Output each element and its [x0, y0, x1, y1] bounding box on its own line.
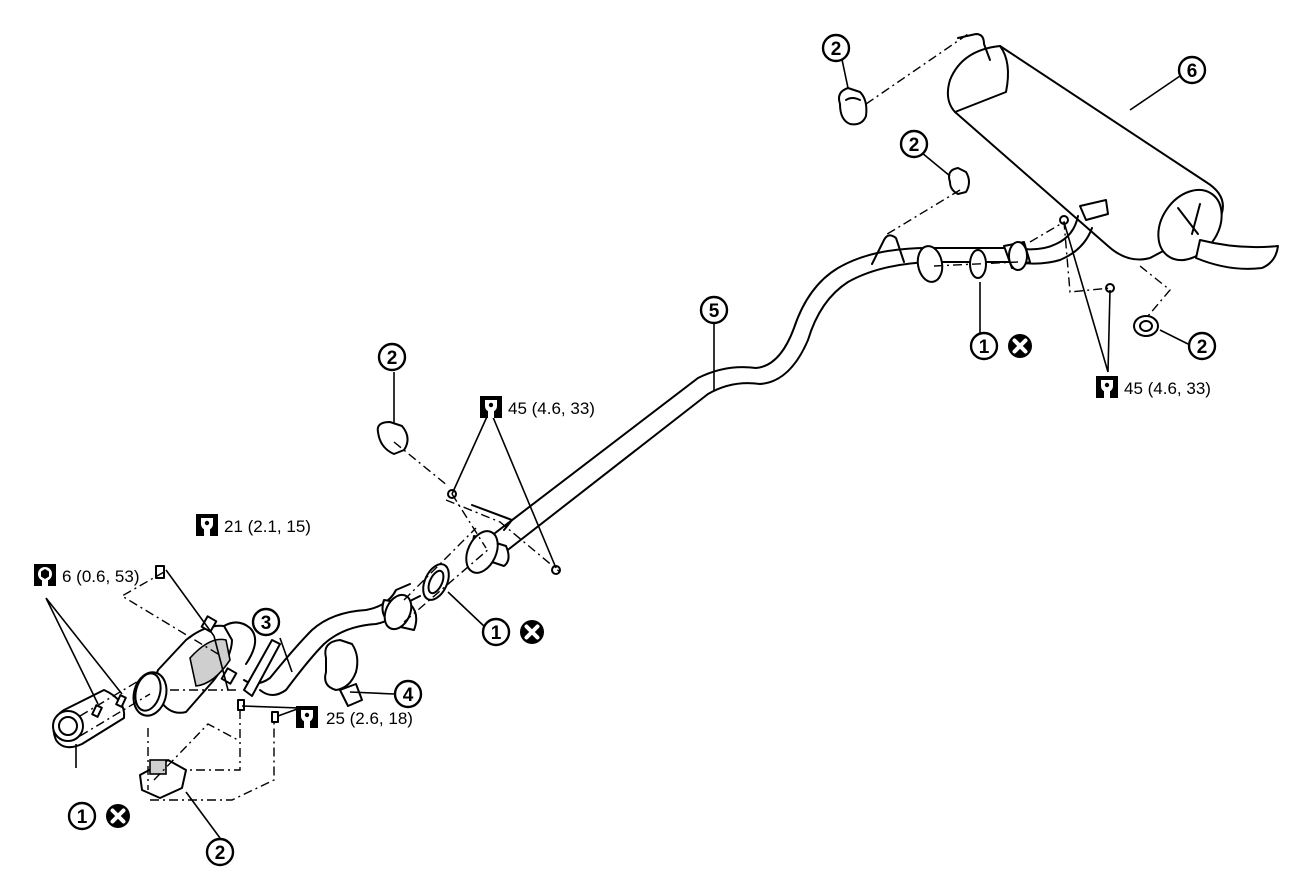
main-muffler — [946, 33, 1279, 270]
svg-text:4: 4 — [403, 685, 414, 706]
svg-text:2: 2 — [1197, 337, 1208, 358]
wrench-socket-icon — [296, 706, 318, 728]
leader-lines — [45, 49, 1189, 839]
callout-2-rear-lower: 2 — [1187, 331, 1217, 361]
torque-spec-6: 6 (0.6, 53) — [34, 564, 140, 586]
svg-text:2: 2 — [387, 348, 398, 369]
wrench-socket-icon — [196, 514, 218, 536]
callout-2-center: 2 — [377, 342, 407, 372]
wrench-socket-icon — [480, 396, 502, 418]
mounting-rubber-rear-mid — [948, 167, 970, 195]
svg-text:3: 3 — [261, 613, 272, 634]
svg-text:1: 1 — [77, 807, 88, 828]
mounting-rubber-rear-lower — [1133, 315, 1159, 337]
svg-text:6: 6 — [1187, 61, 1198, 82]
svg-text:1: 1 — [491, 623, 502, 644]
front-inlet-pipe — [52, 689, 127, 749]
svg-text:45 (4.6, 33): 45 (4.6, 33) — [1124, 379, 1211, 398]
svg-text:2: 2 — [909, 135, 920, 156]
svg-text:25 (2.6, 18): 25 (2.6, 18) — [326, 709, 413, 728]
bolts — [155, 215, 1115, 723]
callout-4: 4 — [393, 679, 423, 709]
gasket-center — [422, 563, 450, 601]
torque-spec-45-rear: 45 (4.6, 33) — [1096, 376, 1211, 398]
alignment-lines — [79, 33, 1171, 801]
callout-1-rear: 1 — [969, 331, 999, 361]
wrench-socket-icon — [1096, 376, 1118, 398]
callout-5: 5 — [699, 295, 729, 325]
svg-text:2: 2 — [831, 39, 842, 60]
torque-spec-21: 21 (2.1, 15) — [196, 514, 311, 536]
mounting-rubber-center — [376, 421, 409, 455]
svg-text:6 (0.6, 53): 6 (0.6, 53) — [62, 567, 140, 586]
callout-1-center: 1 — [481, 617, 511, 647]
mounting-rubber-front-lower — [139, 759, 187, 799]
torque-spec-45-center: 45 (4.6, 33) — [480, 396, 595, 418]
callout-3: 3 — [251, 607, 281, 637]
do-not-reuse-x-icon — [518, 618, 546, 646]
svg-text:2: 2 — [215, 843, 226, 864]
allen-socket-icon — [34, 564, 56, 586]
do-not-reuse-x-icon — [104, 802, 132, 830]
front-exhaust-tube — [243, 583, 421, 707]
mounting-rubber-rear-upper — [838, 87, 868, 126]
callout-2-rear-upper: 2 — [821, 33, 851, 63]
callout-2-lower: 2 — [205, 837, 235, 867]
svg-text:1: 1 — [979, 337, 990, 358]
center-muffler-pipe — [465, 199, 1109, 574]
callout-1-front: 1 — [67, 801, 97, 831]
svg-text:5: 5 — [709, 301, 720, 322]
callout-6: 6 — [1177, 55, 1207, 85]
gasket-front — [134, 672, 162, 712]
do-not-reuse-x-icon — [1006, 332, 1034, 360]
svg-text:45 (4.6, 33): 45 (4.6, 33) — [508, 399, 595, 418]
callout-2-rear-mid: 2 — [899, 129, 929, 159]
svg-text:21 (2.1, 15): 21 (2.1, 15) — [224, 517, 311, 536]
torque-spec-25: 25 (2.6, 18) — [296, 706, 413, 728]
